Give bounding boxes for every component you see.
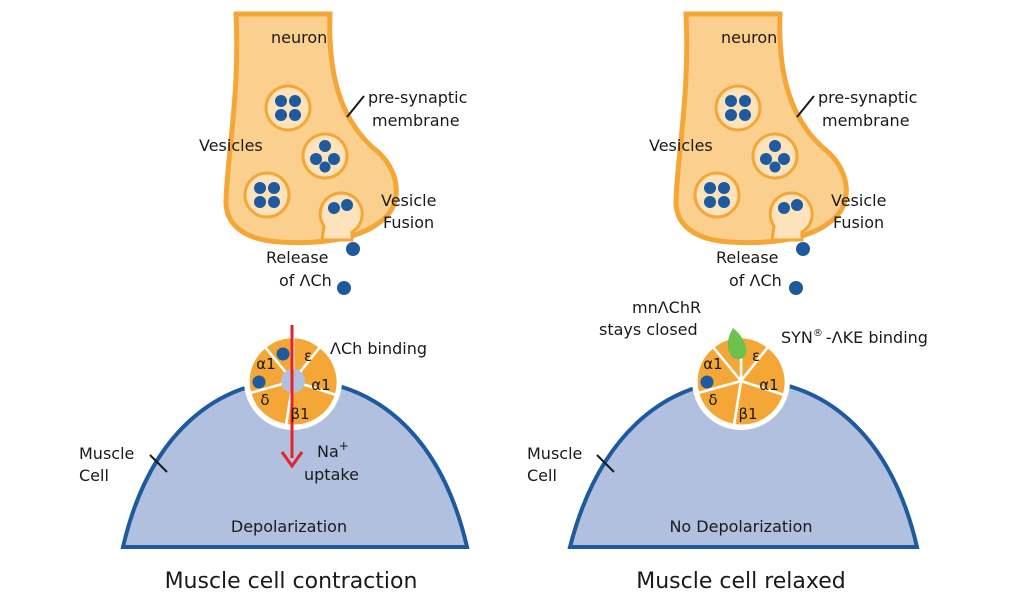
- left-vesicle-1: [264, 84, 312, 132]
- right-receptor: [692, 332, 790, 430]
- right-vesicles-label: Vesicles: [649, 136, 713, 155]
- left-subunit-alpha1-right: α1: [311, 376, 330, 394]
- right-subunit-beta1: β1: [738, 405, 757, 423]
- left-vesicle-3: [243, 171, 291, 219]
- right-neuron-label: neuron: [721, 28, 777, 47]
- left-caption: Muscle cell contraction: [165, 569, 418, 594]
- right-caption: Muscle cell relaxed: [636, 569, 846, 594]
- left-neuron-label: neuron: [271, 28, 327, 47]
- right-fusion-label: Fusion: [833, 213, 884, 232]
- left-arrowhead: [280, 451, 304, 469]
- right-ach-molecule: [796, 242, 810, 256]
- right-vesicle-3: [693, 171, 741, 219]
- left-fusion-label: Vesicle: [381, 191, 436, 210]
- left-release-label: Release: [266, 248, 329, 267]
- right-subunit-epsilon: ε: [752, 347, 760, 365]
- right-vesicle-2: [751, 132, 799, 180]
- left-membrane-label: membrane: [372, 111, 460, 130]
- left-muscle-label: Muscle: [79, 444, 134, 463]
- right-membrane-label: pre-synaptic: [818, 88, 917, 107]
- left-muscle-pointer: [149, 454, 168, 473]
- right-release-label: Release: [716, 248, 779, 267]
- left-panel: [120, 11, 470, 549]
- right-muscle-label: Cell: [527, 466, 557, 485]
- left-cell-state: Depolarization: [231, 517, 347, 536]
- right-fusion-label: Vesicle: [831, 191, 886, 210]
- left-subunit-delta: δ: [260, 391, 269, 409]
- left-subunit-epsilon: ε: [304, 347, 312, 365]
- left-subunit-alpha1-left: α1: [256, 355, 275, 373]
- right-release-label: of ΛCh: [729, 271, 782, 290]
- left-subunit-beta1: β1: [290, 405, 309, 423]
- right-closed-label: stays closed: [599, 320, 698, 339]
- left-release-label: of ΛCh: [279, 271, 332, 290]
- right-subunit-delta: δ: [708, 391, 717, 409]
- right-cell-state: No Depolarization: [669, 517, 812, 536]
- left-membrane-label: pre-synaptic: [368, 88, 467, 107]
- left-membrane-pointer: [346, 95, 365, 118]
- right-muscle-pointer: [596, 454, 615, 473]
- right-subunit-alpha1-right: α1: [759, 376, 778, 394]
- right-vesicle-fusing: [768, 191, 814, 242]
- left-vesicles-label: Vesicles: [199, 136, 263, 155]
- right-panel: [567, 11, 920, 549]
- right-subunit-alpha1-left: α1: [703, 355, 722, 373]
- left-vesicle-fusing: [318, 191, 364, 242]
- right-syn-binding-label: SYN®-ΛKE binding: [781, 328, 928, 347]
- left-muscle-label: Cell: [79, 466, 109, 485]
- right-membrane-label: membrane: [822, 111, 910, 130]
- left-na-label: Na+: [317, 439, 349, 461]
- right-membrane-pointer: [796, 95, 815, 118]
- right-vesicle-1: [714, 84, 762, 132]
- toxin-molecule: [727, 328, 747, 360]
- right-closed-label: mnΛChR: [632, 298, 701, 317]
- right-muscle-label: Muscle: [527, 444, 582, 463]
- left-fusion-label: Fusion: [383, 213, 434, 232]
- left-ach-molecule: [346, 242, 360, 256]
- left-ach-molecule: [337, 281, 351, 295]
- left-uptake-label: uptake: [304, 465, 359, 484]
- left-vesicle-2: [301, 132, 349, 180]
- right-ach-molecule: [789, 281, 803, 295]
- left-binding-label: ΛCh binding: [330, 339, 427, 358]
